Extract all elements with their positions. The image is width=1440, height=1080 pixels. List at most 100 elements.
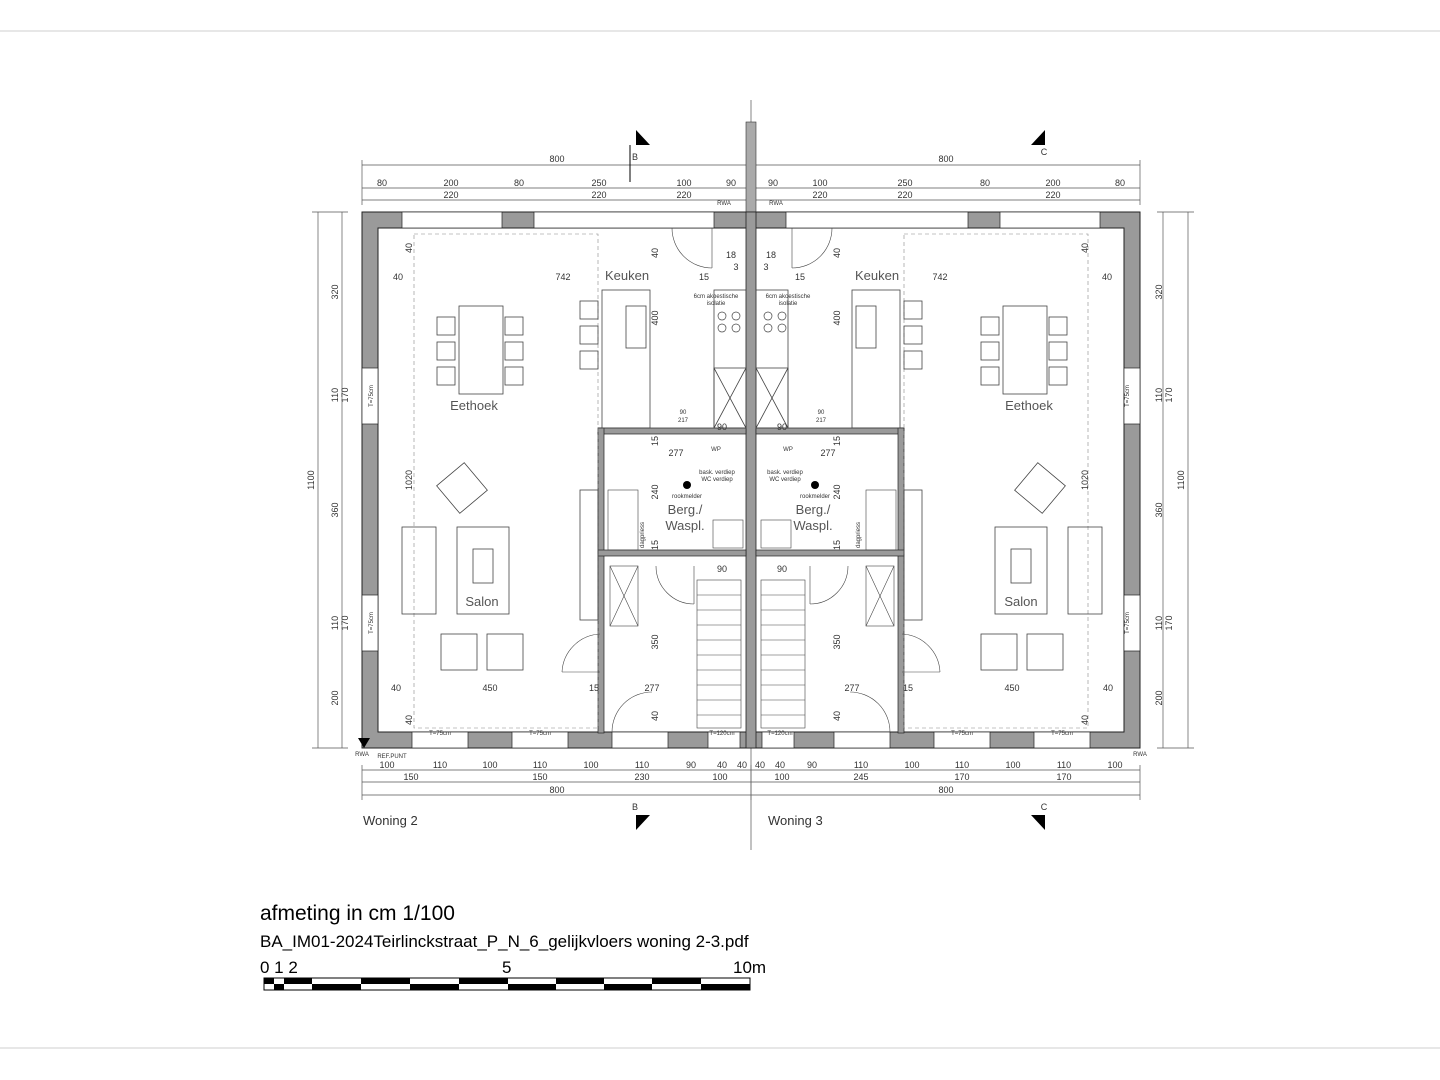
dim-label: 1020 xyxy=(404,470,414,490)
dim-label: 110 xyxy=(533,760,547,770)
dim-label: 110 xyxy=(330,616,340,630)
dim-label: 742 xyxy=(555,272,570,282)
note-wp-left: WP xyxy=(711,447,721,453)
room-label-storage-left-1: Berg./ xyxy=(668,502,703,517)
dim-label: 100 xyxy=(812,178,827,188)
dim-label: 40 xyxy=(775,760,785,770)
dim-label: 15 xyxy=(795,272,805,282)
dim-label: 245 xyxy=(853,772,868,782)
dim-label: 90 xyxy=(686,760,696,770)
dim-label: 360 xyxy=(1154,502,1164,517)
room-label-storage-right-2: Waspl. xyxy=(793,518,832,533)
note-window: T=75cm xyxy=(1125,385,1131,407)
dim-label: 240 xyxy=(650,484,660,499)
dim-side-total-right: 1100 xyxy=(1176,470,1186,489)
note-wp-right: WP xyxy=(783,447,793,453)
chimney-column xyxy=(745,121,757,213)
note-bask-left: bask. verdiep xyxy=(699,470,735,476)
dim-label: 15 xyxy=(832,540,842,550)
dim-label: 400 xyxy=(650,310,660,325)
room-label-dining-right: Eethoek xyxy=(1005,398,1053,413)
dim-top-total-right: 800 xyxy=(938,154,953,164)
dim-label: 80 xyxy=(1115,178,1125,188)
dim-label: 110 xyxy=(330,388,340,402)
dim-label: 15 xyxy=(589,683,599,693)
dim-label: 150 xyxy=(403,772,418,782)
dim-label: 40 xyxy=(1102,272,1112,282)
dim-label: 400 xyxy=(832,310,842,325)
dim-label: 170 xyxy=(340,387,350,402)
smoke-detector-icon xyxy=(683,481,819,489)
dim-label: 100 xyxy=(774,772,789,782)
dim-label: 217 xyxy=(678,418,689,424)
dim-label: 40 xyxy=(391,683,401,693)
dim-label: 40 xyxy=(650,248,660,258)
note-rwa-br: RWA xyxy=(1133,752,1147,758)
kitchen-counters xyxy=(601,289,901,429)
note-window: T=75cm xyxy=(529,731,551,737)
dim-label: 200 xyxy=(330,690,340,705)
note-window: T=75cm xyxy=(369,385,375,407)
room-label-storage-left-2: Waspl. xyxy=(665,518,704,533)
dim-label: 110 xyxy=(955,760,969,770)
dwelling-label-right: Woning 3 xyxy=(768,813,823,828)
dwelling-label-left: Woning 2 xyxy=(363,813,418,828)
dim-label: 320 xyxy=(1154,284,1164,299)
scale-label-end: 10m xyxy=(733,958,767,977)
dim-label: 450 xyxy=(482,683,497,693)
dim-label: 100 xyxy=(379,760,394,770)
drawing-filename: BA_IM01-2024Teirlinckstraat_P_N_6_gelijk… xyxy=(260,932,749,951)
dim-label: 90 xyxy=(726,178,736,188)
dining-furniture xyxy=(436,300,1068,395)
dim-label: 3 xyxy=(733,262,738,272)
dim-label: 15 xyxy=(832,436,842,446)
dim-label: 240 xyxy=(832,484,842,499)
dim-label: 110 xyxy=(1057,760,1071,770)
dim-label: 170 xyxy=(340,615,350,630)
annotations: 6cm akoestische isolatie 6cm akoestische… xyxy=(355,201,1147,760)
side-dim-left: 320 110 170 360 110 170 200 xyxy=(330,284,350,705)
dim-label: 200 xyxy=(1154,690,1164,705)
dim-label: 360 xyxy=(330,502,340,517)
dim-label: 170 xyxy=(1164,615,1174,630)
section-label-c-bottom: C xyxy=(1041,802,1048,812)
dim-label: 110 xyxy=(1154,388,1164,402)
dim-label: 110 xyxy=(433,760,447,770)
dim-label: 217 xyxy=(816,418,827,424)
dim-label: 110 xyxy=(1154,616,1164,630)
dim-label: 100 xyxy=(482,760,497,770)
dim-label: 742 xyxy=(932,272,947,282)
dim-bottom-total-left: 800 xyxy=(549,785,564,795)
dim-label: 220 xyxy=(812,190,827,200)
dim-label: 90 xyxy=(717,422,727,432)
side-dim-right: 320 110 170 360 110 170 200 xyxy=(1154,284,1174,705)
bottom-dim-row2-left: 150 150 230 100 xyxy=(403,772,727,782)
windows-top xyxy=(401,211,1101,229)
dim-label: 150 xyxy=(532,772,547,782)
dim-label: 18 xyxy=(726,250,736,260)
note-window: T=120cm xyxy=(709,731,734,737)
bottom-dim-row2-right: 100 245 170 170 xyxy=(774,772,1071,782)
dim-label: 170 xyxy=(954,772,969,782)
dim-label: 15 xyxy=(699,272,709,282)
note-window: T=75cm xyxy=(429,731,451,737)
living-furniture xyxy=(401,462,1103,671)
dim-top-total-left: 800 xyxy=(549,154,564,164)
dim-label: 90 xyxy=(680,410,687,416)
scale-label-start: 0 1 2 xyxy=(260,958,298,977)
note-ref-punt: REF.PUNT xyxy=(377,754,407,760)
dim-label: 40 xyxy=(1080,243,1090,253)
drawing-scale-title: afmeting in cm 1/100 xyxy=(260,902,455,925)
dim-label: 100 xyxy=(904,760,919,770)
room-label-kitchen-left: Keuken xyxy=(605,268,649,283)
dim-label: 220 xyxy=(676,190,691,200)
dim-label: 200 xyxy=(1045,178,1060,188)
dim-label: 40 xyxy=(755,760,765,770)
dim-label: 320 xyxy=(330,284,340,299)
dim-label: 110 xyxy=(635,760,649,770)
dim-label: 220 xyxy=(1045,190,1060,200)
top-dim-row2-right: 220 220 220 xyxy=(812,190,1060,200)
room-label-living-right: Salon xyxy=(1004,594,1037,609)
dim-label: 15 xyxy=(650,540,660,550)
